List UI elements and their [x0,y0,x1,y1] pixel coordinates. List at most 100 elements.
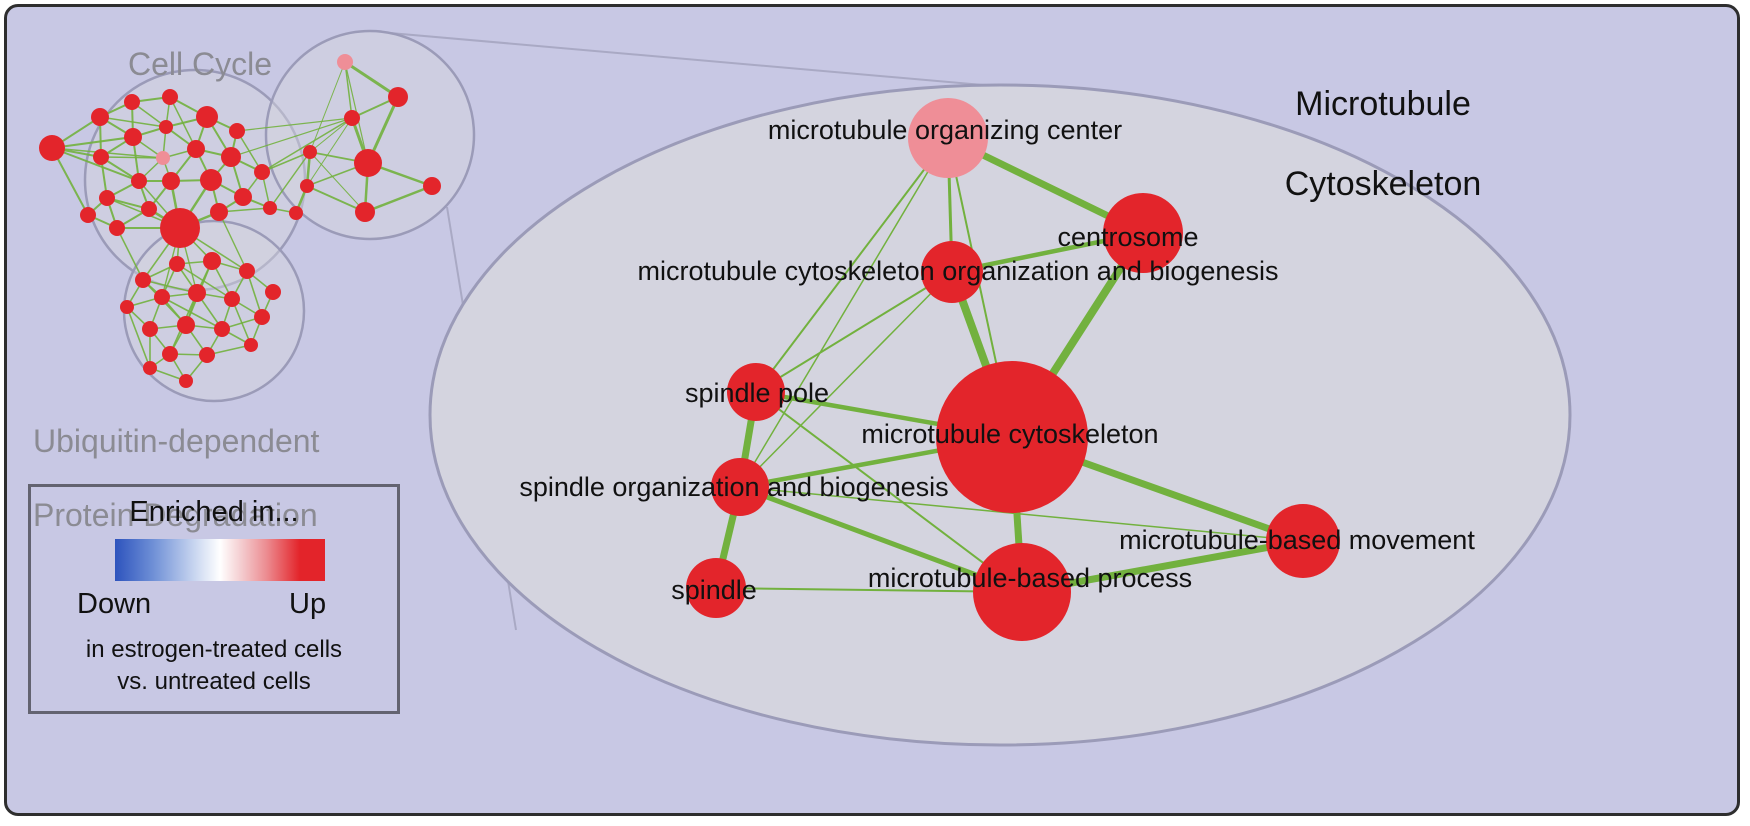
overview-node [263,201,277,215]
legend-up-label: Up [289,588,327,620]
overview-node [254,309,270,325]
edge-spindle_pole--mt_process [755,391,1023,593]
node-spindle_pole [727,363,785,421]
edge-moc--spindle_org [739,137,949,488]
node-label-moc: microtubule organizing center [768,115,1122,145]
node-label-mco: microtubule cytoskeleton organization an… [638,256,1279,286]
overview-node [80,207,96,223]
overview-node [244,338,258,352]
overview-node [355,202,375,222]
node-label-mt_cyto: microtubule cytoskeleton [861,419,1158,449]
overview-edge [309,151,366,213]
overview-node [124,128,142,146]
overview-edge [51,136,134,149]
legend-title: Enriched in... [129,496,299,528]
legend-box: Enriched in... Down Up in estrogen-treat… [28,484,400,714]
node-label-spindle_pole: spindle pole [685,378,829,408]
overview-node [354,149,382,177]
node-mco [921,241,983,303]
overview-node [154,289,170,305]
node-centrosome [1103,193,1183,273]
overview-edge [306,185,366,213]
overview-node [234,188,252,206]
overview-node [135,272,151,288]
overview-edge [231,298,252,346]
overview-node [162,89,178,105]
cluster-circle-1 [264,29,476,241]
overview-node [109,220,125,236]
zoom-connector-line [389,32,1041,91]
overview-node [210,203,228,221]
overview-edge [306,117,353,187]
overview-node [196,106,218,128]
overview-node [344,110,360,126]
overview-edge [269,151,311,209]
edge-spindle_org--mt_process [739,484,1023,595]
overview-node [177,316,195,334]
legend-gradient-bar [115,539,325,581]
overview-edge [230,117,353,158]
node-label-spindle_org: spindle organization and biogenesis [519,472,948,502]
overview-node [423,177,441,195]
node-label-mt_process: microtubule-based process [868,563,1192,593]
cluster-label-ubiquitin: Ubiquitin-dependent Protein Degradation [33,386,353,571]
overview-node [143,361,157,375]
node-moc [908,98,988,178]
overview-node [203,252,221,270]
overview-node [388,87,408,107]
edge-moc--spindle_pole [755,137,949,393]
overview-node [221,147,241,167]
legend-caption-line2: vs. untreated cells [117,668,311,695]
overview-node [239,263,255,279]
zoom-cluster-title-line1: Microtubule [1295,85,1471,123]
overview-edge [116,227,144,281]
node-mt_cyto [936,361,1088,513]
overview-node [289,206,303,220]
overview-node [303,145,317,159]
overview-node [224,291,240,307]
node-mt_process [973,543,1071,641]
overview-edge [100,156,164,159]
overview-node [300,179,314,193]
overview-node [199,347,215,363]
overview-node [254,164,270,180]
edge-mco--spindle_org [739,271,953,488]
overview-node [337,54,353,70]
overview-node [141,201,157,217]
overview-node [39,135,65,161]
node-label-mt_movement: microtubule-based movement [1119,525,1475,555]
overview-node [99,190,115,206]
overview-node [131,173,147,189]
zoom-cluster-title-line2: Cytoskeleton [1284,165,1482,203]
overview-edge [344,61,353,119]
overview-edge [261,151,311,173]
overview-node [162,346,178,362]
overview-edge [126,306,151,369]
overview-node [91,108,109,126]
overview-edge [51,147,140,182]
overview-node [229,123,245,139]
overview-edge [142,279,198,294]
overview-edge [218,211,248,272]
overview-node [162,172,180,190]
overview-node [142,321,158,337]
overview-node [93,149,109,165]
overview-edge [309,117,353,153]
overview-node [188,284,206,302]
cluster-label-ubiquitin-line2: Protein Degradation [33,497,318,533]
overview-node [214,321,230,337]
overview-node [159,120,173,134]
overview-node [265,284,281,300]
overview-node [169,256,185,272]
overview-node [187,140,205,158]
overview-node [156,151,170,165]
zoom-cluster-title: Microtubule Cytoskeleton [1283,44,1483,244]
edge-spindle_org--mt_movement [739,486,1304,542]
overview-edge [309,61,346,153]
overview-node [124,94,140,110]
overview-node [200,169,222,191]
edge-mco--spindle_pole [755,271,953,393]
node-label-centrosome: centrosome [1057,222,1198,252]
